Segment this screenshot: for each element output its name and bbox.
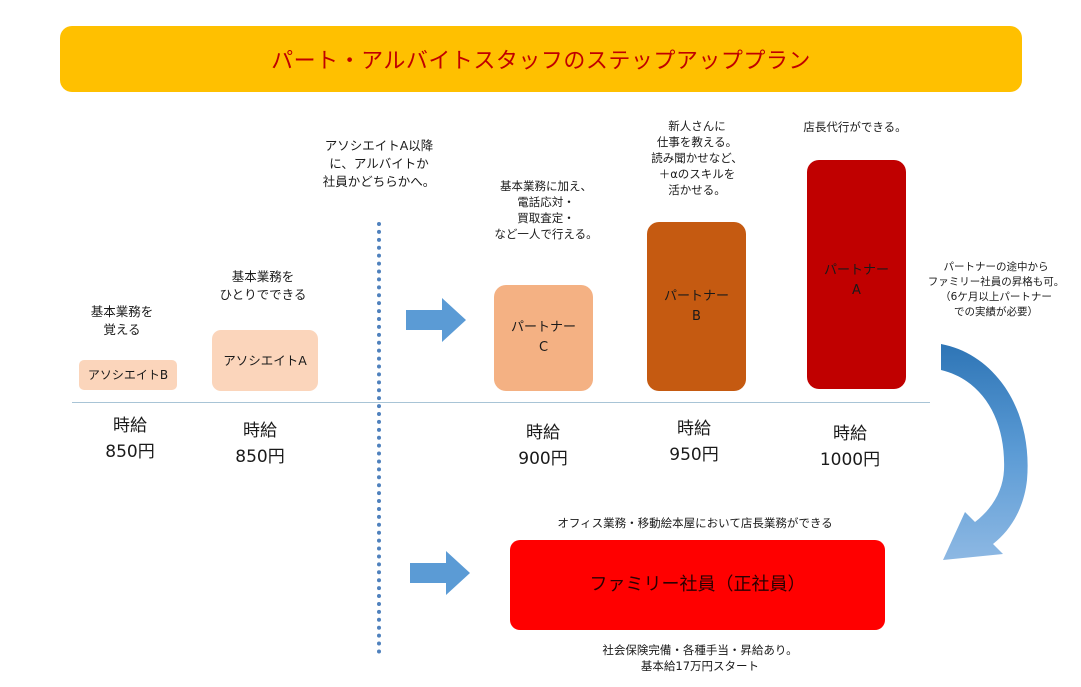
- curved-arrow-icon: [941, 344, 1028, 560]
- wage-associate-a: 時給 850円: [235, 421, 285, 467]
- page-title: パート・アルバイトスタッフのステップアッププラン: [271, 49, 811, 74]
- right-arrow-icon: [406, 298, 466, 342]
- wage-partner-c: 時給 900円: [518, 423, 568, 469]
- note-partner-b: 新人さんに 仕事を教える。 読み聞かせなど、 ＋αのスキルを 活かせる。: [651, 119, 743, 197]
- note-promotion: パートナーの途中から ファミリー社員の昇格も可。 （6ケ月以上パートナー での実…: [927, 261, 1065, 318]
- note-family-duties: オフィス業務・移動絵本屋において店長業務ができる: [557, 516, 833, 530]
- divider-vertical-dotted: [377, 222, 381, 654]
- role-partner-c: パートナー C: [494, 285, 593, 391]
- note-associate-b: 基本業務を 覚える: [90, 304, 154, 337]
- role-partner-a: パートナー A: [807, 160, 906, 389]
- note-partner-c: 基本業務に加え、 電話応対・ 買取査定・ など一人で行える。: [494, 179, 598, 241]
- role-associate-b: アソシエイトB: [79, 360, 177, 390]
- note-after-associate-a: アソシエイトA以降 に、アルバイトか 社員かどちらかへ。: [322, 138, 436, 189]
- note-partner-a: 店長代行ができる。: [803, 120, 907, 134]
- right-arrow-icon-lower: [410, 551, 470, 595]
- wage-partner-b: 時給 950円: [669, 419, 719, 465]
- note-associate-a: 基本業務を ひとりでできる: [219, 269, 307, 302]
- role-family-employee: ファミリー社員（正社員）: [510, 540, 885, 630]
- wage-partner-a: 時給 1000円: [819, 424, 881, 470]
- role-associate-a: アソシエイトA: [212, 330, 318, 391]
- note-family-benefits: 社会保険完備・各種手当・昇給あり。 基本給17万円スタート: [602, 643, 798, 673]
- divider-horizontal: [72, 402, 930, 403]
- role-partner-b: パートナー B: [647, 222, 746, 391]
- title-banner: パート・アルバイトスタッフのステップアッププラン: [60, 26, 1022, 92]
- wage-associate-b: 時給 850円: [105, 416, 155, 462]
